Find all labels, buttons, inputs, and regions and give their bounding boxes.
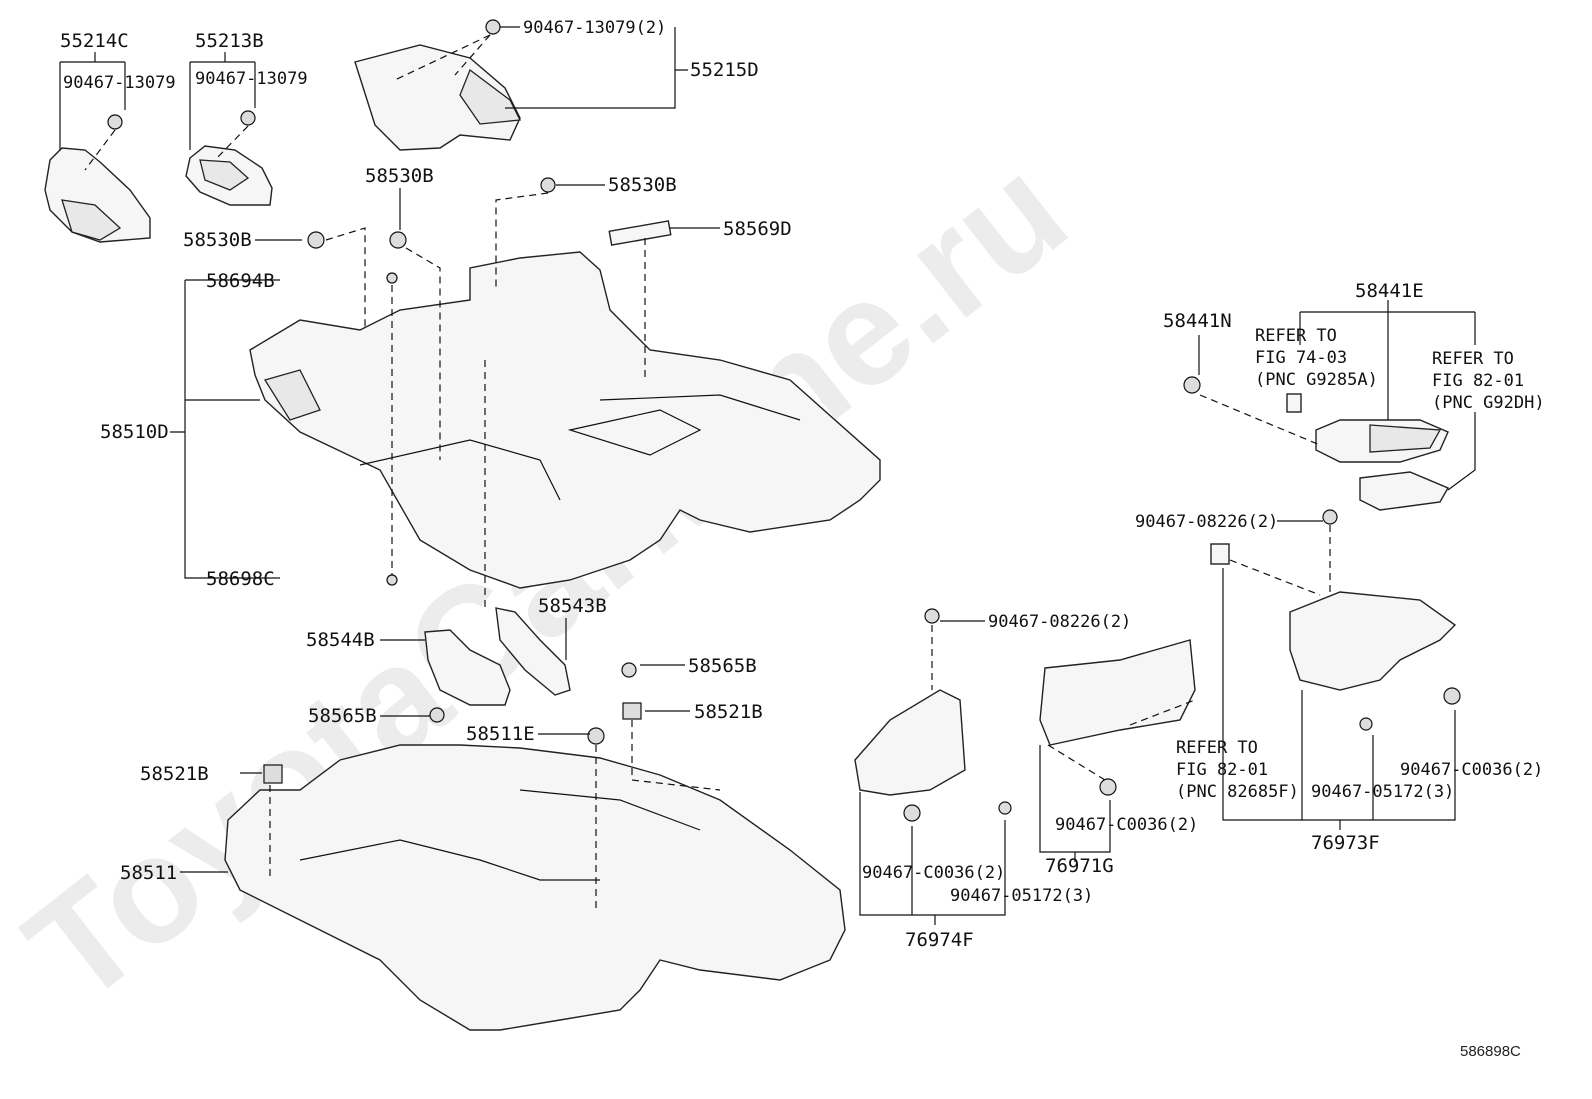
- ref-square-icon: [1210, 543, 1230, 565]
- label-90467-08226-mid: 90467-08226(2): [988, 612, 1131, 632]
- clip-icon: [386, 272, 398, 284]
- clip-icon: [903, 804, 921, 822]
- part-58441E-vent: [1315, 419, 1449, 511]
- label-58544B: 58544B: [306, 629, 375, 651]
- label-58511E: 58511E: [466, 723, 535, 745]
- label-58565B-left: 58565B: [308, 705, 377, 727]
- label-90467-05172-left: 90467-05172(3): [950, 886, 1093, 906]
- part-55215D-cover: [354, 44, 522, 151]
- clip-icon: [485, 19, 501, 35]
- part-55213B-cover: [185, 145, 273, 206]
- part-76973F-trim: [1289, 591, 1457, 691]
- label-55213B: 55213B: [195, 30, 264, 52]
- label-58441N: 58441N: [1163, 310, 1232, 332]
- clip-icon: [622, 702, 642, 720]
- label-58510D: 58510D: [100, 421, 169, 443]
- label-58565B-right: 58565B: [688, 655, 757, 677]
- clip-icon: [107, 114, 123, 130]
- clip-icon: [240, 110, 256, 126]
- label-76973F: 76973F: [1311, 832, 1380, 854]
- clip-icon: [1099, 778, 1117, 796]
- label-58521B-right: 58521B: [694, 701, 763, 723]
- label-90467-13079-2: 90467-13079(2): [523, 18, 666, 38]
- label-ref3-line2: FIG 82-01: [1176, 760, 1268, 780]
- clip-icon: [998, 801, 1012, 815]
- label-ref3-line3: (PNC 82685F): [1176, 782, 1299, 802]
- clip-icon: [389, 231, 407, 249]
- leader-lines: [59, 26, 1476, 925]
- label-90467-C0036-mid: 90467-C0036(2): [1055, 815, 1198, 835]
- label-90467-13079-a: 90467-13079: [63, 73, 176, 93]
- label-90467-08226-right: 90467-08226(2): [1135, 512, 1278, 532]
- clip-icon: [1183, 376, 1201, 394]
- label-58441E: 58441E: [1355, 280, 1424, 302]
- label-ref2-line1: REFER TO: [1432, 349, 1514, 369]
- label-58521B-left: 58521B: [140, 763, 209, 785]
- label-ref1-line3: (PNC G9285A): [1255, 370, 1378, 390]
- label-90467-13079-b: 90467-13079: [195, 69, 308, 89]
- label-58694B: 58694B: [206, 270, 275, 292]
- part-58511-floor-silencer: [224, 744, 846, 1031]
- clip-icon: [1359, 717, 1373, 731]
- label-55215D: 55215D: [690, 59, 759, 81]
- label-ref2-line3: (PNC G92DH): [1432, 393, 1545, 413]
- part-58543B-bracket: [495, 607, 571, 696]
- clip-icon: [1322, 509, 1338, 525]
- clip-icon: [307, 231, 325, 249]
- part-58569D-plate: [608, 220, 672, 246]
- part-76974F-trim: [854, 689, 966, 796]
- label-ref1-line1: REFER TO: [1255, 326, 1337, 346]
- diagram-code: 586898C: [1460, 1043, 1521, 1060]
- clip-icon: [924, 608, 940, 624]
- label-90467-C0036-right: 90467-C0036(2): [1400, 760, 1543, 780]
- clip-icon: [429, 707, 445, 723]
- label-58698C: 58698C: [206, 568, 275, 590]
- part-76971G-trim: [1039, 639, 1196, 746]
- part-58510D-floor-carpet: [249, 251, 881, 589]
- clip-icon: [587, 727, 605, 745]
- label-ref3-line1: REFER TO: [1176, 738, 1258, 758]
- clip-icon: [621, 662, 637, 678]
- dashed-assembly-lines: [84, 34, 1331, 910]
- label-58530B-right: 58530B: [608, 174, 677, 196]
- callout-labels: 55214C 55213B 90467-13079 90467-13079 90…: [60, 18, 1545, 1060]
- part-55214C-cover: [44, 147, 151, 243]
- part-58544B-bracket: [424, 629, 511, 706]
- label-ref1-line2: FIG 74-03: [1255, 348, 1347, 368]
- label-76971G: 76971G: [1045, 855, 1114, 877]
- label-58511: 58511: [120, 862, 177, 884]
- ref-square-icon: [1286, 393, 1302, 413]
- label-55214C: 55214C: [60, 30, 129, 52]
- label-90467-05172-right: 90467-05172(3): [1311, 782, 1454, 802]
- clip-icon: [540, 177, 556, 193]
- label-58569D: 58569D: [723, 218, 792, 240]
- label-76974F: 76974F: [905, 929, 974, 951]
- label-ref2-line2: FIG 82-01: [1432, 371, 1524, 391]
- label-58543B: 58543B: [538, 595, 607, 617]
- clip-icon: [263, 764, 283, 784]
- label-90467-C0036-left: 90467-C0036(2): [862, 863, 1005, 883]
- clip-icon: [386, 574, 398, 586]
- label-58530B-left: 58530B: [183, 229, 252, 251]
- clip-icon: [1443, 687, 1461, 705]
- label-58530B-top: 58530B: [365, 165, 434, 187]
